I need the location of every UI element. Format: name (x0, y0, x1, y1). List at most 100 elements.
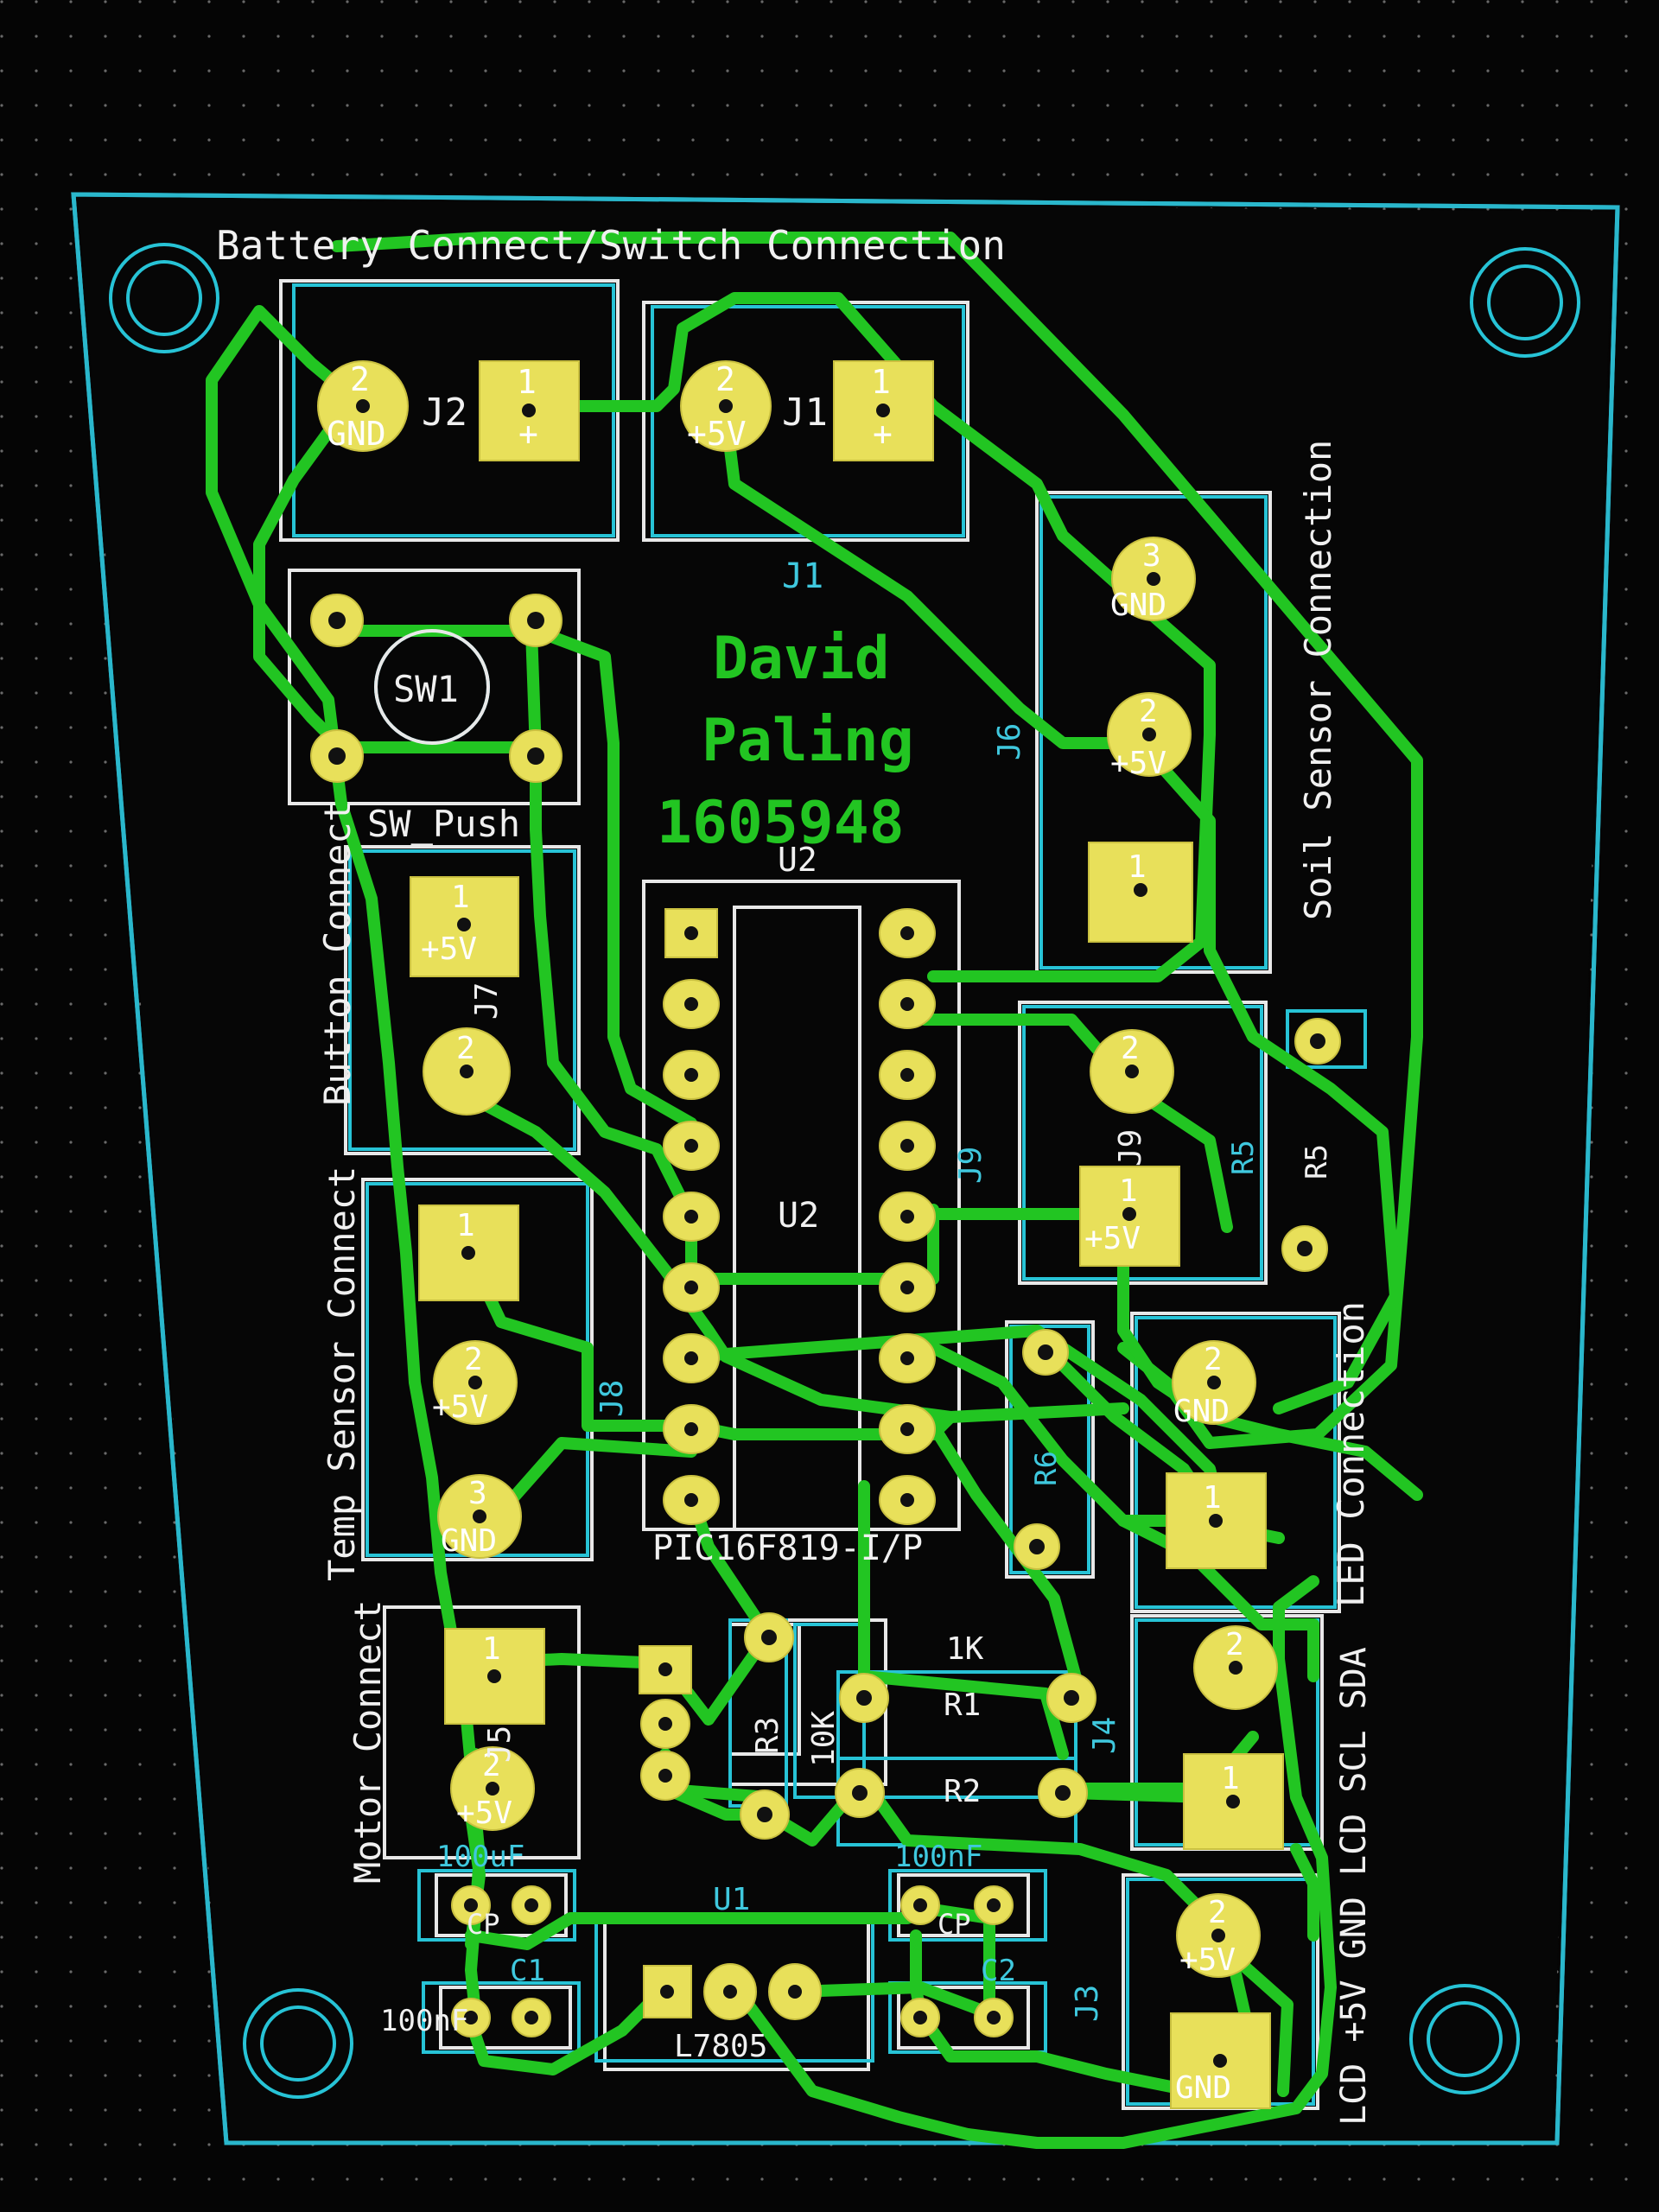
connector-led: 2 GND 1 (1166, 1340, 1267, 1569)
mounting-hole-top-right (1470, 247, 1580, 358)
ref-j4: J4 (1087, 1717, 1122, 1754)
u2-pin-hole (684, 997, 698, 1011)
ref-u1: U1 (713, 1882, 750, 1917)
c2-name: CP (938, 1908, 971, 1941)
pad-number: 2 (1121, 1031, 1140, 1066)
u2-pin-hole (900, 1139, 914, 1153)
connector-j9: 2 1 +5V J9 J9 (953, 1029, 1180, 1267)
resistor-r5: R5 R5 (1226, 1018, 1341, 1272)
pad-number: 2 (456, 1031, 475, 1066)
u2-pin-hole (684, 1351, 698, 1365)
pad-number: 2 (1204, 1342, 1223, 1377)
switch-sw1: SW1 SW_Push (310, 594, 563, 845)
ref-j3: J3 (1070, 1985, 1105, 2022)
c1-ref: C1 (510, 1954, 545, 1988)
pad-label-plus: + (518, 415, 538, 453)
pad-label-5v: +5V (1084, 1221, 1141, 1256)
ref-j6: J6 (992, 723, 1027, 760)
u2-pin-hole (684, 1281, 698, 1294)
fab-ref-r5: R5 (1226, 1140, 1261, 1175)
pad-label-gnd: GND (1175, 2070, 1231, 2106)
label-battery-connect: Battery Connect/Switch Connection (216, 222, 1006, 269)
pad-label-5v: +5V (456, 1796, 512, 1831)
pad-number: 2 (1225, 1627, 1244, 1662)
c2-value: 100nF (894, 1840, 982, 1874)
pad-label-gnd: GND (1110, 588, 1166, 623)
ic-u2: U2 U2 PIC16F819-I/P (652, 841, 936, 1568)
pad-label-5v: +5V (421, 931, 477, 967)
title-line-3: 1605948 (657, 789, 905, 857)
connector-j4: 2 1 J4 (1087, 1625, 1284, 1850)
connector-j3: 2 +5V GND J3 (1070, 1893, 1271, 2109)
board-title: David Paling 1605948 Battery Connect/Swi… (216, 222, 1006, 857)
pad-label-5v: +5V (1110, 746, 1166, 781)
pad-number: 3 (1142, 538, 1161, 574)
u2-pin-hole (684, 1210, 698, 1224)
fab-ref-j1: J1 (782, 556, 823, 596)
resistor-r2: R2 (835, 1768, 1088, 1818)
pad-number: 2 (464, 1342, 483, 1377)
pad-number: 3 (468, 1476, 487, 1511)
r1-value: 1K (946, 1631, 984, 1667)
pad-number: 1 (451, 880, 470, 915)
title-line-2: Paling (702, 707, 914, 775)
u2-pin-hole (684, 1139, 698, 1153)
u2-part: PIC16F819-I/P (652, 1529, 923, 1568)
pad-number: 1 (871, 363, 891, 401)
sw1-value: SW_Push (367, 803, 520, 845)
ref-j1: J1 (782, 391, 828, 435)
u2-pin-hole (900, 1281, 914, 1294)
ref-j8: J8 (594, 1380, 630, 1417)
ref-j2: J2 (422, 391, 467, 435)
pad-number: 2 (350, 360, 370, 398)
u2-pin-hole (900, 1422, 914, 1436)
u2-pin (664, 908, 718, 958)
pad-label-5v: +5V (1179, 1942, 1236, 1978)
connector-j8: 1 2 +5V 3 GND J8 (418, 1205, 630, 1559)
pad-number: 2 (715, 360, 735, 398)
resistor-r3: R3 10K (740, 1612, 842, 1840)
pad-label-gnd: GND (327, 415, 386, 453)
connector-j7: 1 +5V 2 J7 (410, 876, 519, 1116)
pad-number: 2 (1208, 1895, 1227, 1930)
pad-number: 1 (517, 363, 537, 401)
mounting-hole-top-left (109, 243, 219, 353)
mounting-hole-bottom-right (1409, 1984, 1520, 2094)
pad-number: 1 (1203, 1480, 1222, 1516)
u1-part: L7805 (674, 2029, 767, 2064)
pad-number: 2 (1139, 694, 1158, 729)
u2-pin-hole (900, 1210, 914, 1224)
pad-number: 1 (482, 1631, 501, 1667)
connector-j1: 2 +5V 1 + J1 J1 (680, 360, 934, 596)
u2-pin-hole (684, 1068, 698, 1082)
pad-label-5v: +5V (432, 1389, 488, 1425)
label-temp-sensor: Temp Sensor Connect (321, 1166, 363, 1581)
u2-pin-hole (900, 1351, 914, 1365)
label-soil-sensor: Soil Sensor Connection (1297, 440, 1339, 920)
u2-ref-top: U2 (778, 841, 817, 879)
ref-j9: J9 (953, 1147, 988, 1184)
capacitor-c1: 100uF CP C1 100nF (380, 1840, 551, 2038)
u2-pin-hole (684, 926, 698, 940)
connector-j6: 3 GND 2 +5V 1 J6 (992, 537, 1196, 943)
label-button-connect: Button Connect (316, 800, 359, 1106)
connector-j2: 2 GND 1 + J2 (317, 360, 580, 461)
ref-sw1: SW1 (393, 668, 459, 710)
mounting-hole-bottom-left (243, 1988, 353, 2099)
ref-j7: J7 (469, 982, 505, 1020)
resistor-r1: 1K R1 (839, 1631, 1096, 1723)
u2-pin-hole (900, 926, 914, 940)
pad-number: 2 (482, 1748, 501, 1783)
ref-r5: R5 (1300, 1144, 1334, 1179)
c1-alt-value: 100nF (380, 2004, 468, 2038)
pad-number: 1 (1128, 849, 1147, 885)
pad-label-plus: + (873, 415, 893, 453)
courtyards (279, 279, 1341, 2110)
ref-r2: R2 (944, 1774, 981, 1809)
pad-number: 1 (1119, 1173, 1138, 1209)
capacitor-c2: 100nF CP C2 (894, 1840, 1016, 2037)
r3-value: 10K (806, 1711, 842, 1767)
ref-r6: R6 (1029, 1451, 1064, 1486)
title-line-1: David (713, 625, 890, 693)
